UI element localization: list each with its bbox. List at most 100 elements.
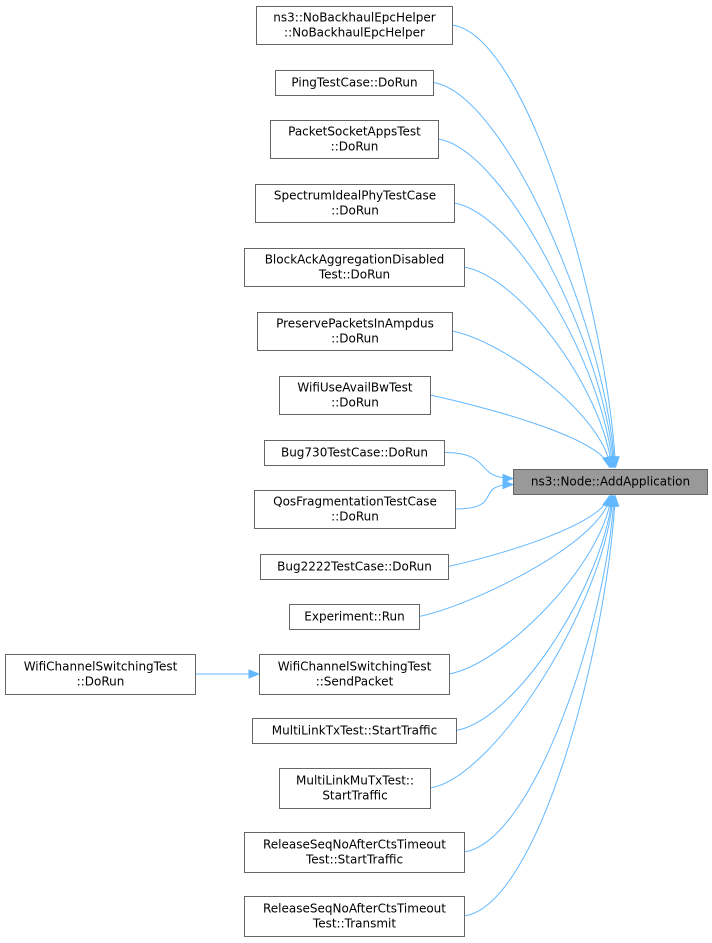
caller-node[interactable]: WifiChannelSwitchingTest::DoRun	[5, 654, 196, 695]
edge-line	[429, 495, 614, 789]
node-label: ReleaseSeqNoAfterCtsTimeout	[263, 902, 446, 916]
node-label: Bug2222TestCase::DoRun	[277, 560, 432, 574]
caller-node[interactable]: MultiLinkMuTxTest::StartTraffic	[279, 768, 431, 809]
node-label: BlockAckAggregationDisabled	[265, 253, 445, 267]
edge-arrowhead	[609, 494, 620, 507]
node-label: StartTraffic	[322, 789, 387, 803]
node-label: Experiment::Run	[304, 610, 404, 624]
node-label: ::DoRun	[331, 510, 379, 524]
node-box	[289, 604, 420, 630]
caller-node[interactable]: ReleaseSeqNoAfterCtsTimeoutTest::StartTr…	[244, 832, 465, 873]
node-label: ReleaseSeqNoAfterCtsTimeout	[263, 838, 446, 852]
node-label: QosFragmentationTestCase	[273, 495, 437, 509]
node-label: PacketSocketAppsTest	[288, 125, 421, 139]
caller-node[interactable]: PreservePacketsInAmpdus::DoRun	[257, 312, 453, 351]
node-box	[513, 469, 708, 495]
caller-node[interactable]: SpectrumIdealPhyTestCase::DoRun	[255, 184, 455, 223]
edge-n8-to-target	[454, 479, 515, 510]
node-box	[5, 654, 196, 695]
edge-line	[451, 24, 617, 468]
caller-node[interactable]: PingTestCase::DoRun	[275, 70, 434, 96]
edge-line	[463, 495, 616, 917]
edge-line	[455, 495, 613, 731]
node-label: ::NoBackhaulEpcHelper	[284, 26, 425, 40]
edge-line	[437, 138, 615, 468]
node-label: Test::StartTraffic	[305, 853, 403, 867]
node-box	[270, 120, 439, 159]
node-box	[244, 248, 465, 287]
caller-node[interactable]: Bug2222TestCase::DoRun	[260, 554, 449, 580]
edge-n7-to-target	[443, 452, 515, 484]
edge-line	[447, 495, 610, 567]
node-label: ::DoRun	[331, 204, 379, 218]
node-box	[255, 184, 455, 223]
edge-n11-to-target	[448, 494, 615, 675]
node-box	[252, 718, 457, 744]
edge-n14-to-target	[463, 494, 619, 853]
edge-line	[454, 484, 514, 510]
node-box	[279, 376, 431, 415]
node-label: ::DoRun	[77, 675, 125, 689]
edge-arrowhead	[502, 473, 515, 484]
edge-line	[432, 82, 616, 468]
edge-line	[443, 452, 514, 479]
edge-line	[429, 394, 610, 468]
edge-n16-to-n11	[195, 669, 261, 679]
node-box	[256, 6, 453, 45]
edge-line	[463, 495, 615, 853]
node-box	[275, 70, 434, 96]
edge-n0-to-target	[451, 24, 620, 469]
caller-node[interactable]: Bug730TestCase::DoRun	[264, 440, 445, 466]
caller-node[interactable]: QosFragmentationTestCase::DoRun	[254, 490, 456, 529]
node-box	[264, 440, 445, 466]
caller-node[interactable]: ReleaseSeqNoAfterCtsTimeoutTest::Transmi…	[244, 896, 465, 937]
caller-node[interactable]: PacketSocketAppsTest::DoRun	[270, 120, 439, 159]
edge-line	[463, 266, 613, 468]
node-label: ::DoRun	[331, 396, 379, 410]
node-box	[244, 896, 465, 937]
edge-line	[448, 495, 612, 675]
node-label: PingTestCase::DoRun	[291, 76, 417, 90]
edge-n15-to-target	[463, 494, 620, 917]
node-box	[257, 312, 453, 351]
node-label: WifiChannelSwitchingTest	[278, 660, 432, 674]
nodes: ns3::NoBackhaulEpcHelper::NoBackhaulEpcH…	[5, 6, 708, 937]
node-label: ns3::NoBackhaulEpcHelper	[273, 11, 435, 25]
node-label: SpectrumIdealPhyTestCase	[274, 189, 436, 203]
target-node[interactable]: ns3::Node::AddApplication	[513, 469, 708, 495]
edge-arrowhead	[248, 669, 261, 679]
node-label: ::SendPacket	[316, 675, 394, 689]
edge-arrowhead	[502, 479, 515, 490]
node-box	[279, 768, 431, 809]
node-label: Test::DoRun	[318, 268, 390, 282]
node-label: Bug730TestCase::DoRun	[281, 446, 428, 460]
node-label: Test::Transmit	[312, 917, 396, 931]
edge-line	[418, 495, 611, 617]
node-label: ns3::Node::AddApplication	[531, 475, 690, 489]
caller-node[interactable]: ns3::NoBackhaulEpcHelper::NoBackhaulEpcH…	[256, 6, 453, 45]
edges	[195, 24, 620, 917]
node-box	[260, 554, 449, 580]
node-box	[259, 654, 450, 695]
node-label: WifiChannelSwitchingTest	[24, 660, 178, 674]
node-label: ::DoRun	[331, 332, 379, 346]
edge-arrowhead	[602, 455, 612, 469]
caller-node[interactable]: WifiUseAvailBwTest::DoRun	[279, 376, 431, 415]
edge-n12-to-target	[455, 494, 616, 731]
edge-line	[453, 202, 614, 468]
edge-n6-to-target	[429, 394, 612, 469]
node-label: WifiUseAvailBwTest	[297, 381, 413, 395]
node-box	[254, 490, 456, 529]
edge-n4-to-target	[463, 266, 616, 469]
caller-node[interactable]: WifiChannelSwitchingTest::SendPacket	[259, 654, 450, 695]
caller-node[interactable]: Experiment::Run	[289, 604, 420, 630]
caller-node[interactable]: MultiLinkTxTest::StartTraffic	[252, 718, 457, 744]
node-label: ::DoRun	[331, 140, 379, 154]
node-box	[244, 832, 465, 873]
node-label: MultiLinkTxTest::StartTraffic	[272, 724, 437, 738]
edge-n13-to-target	[429, 494, 618, 789]
node-label: MultiLinkMuTxTest::	[296, 774, 414, 788]
edge-line	[451, 330, 612, 468]
